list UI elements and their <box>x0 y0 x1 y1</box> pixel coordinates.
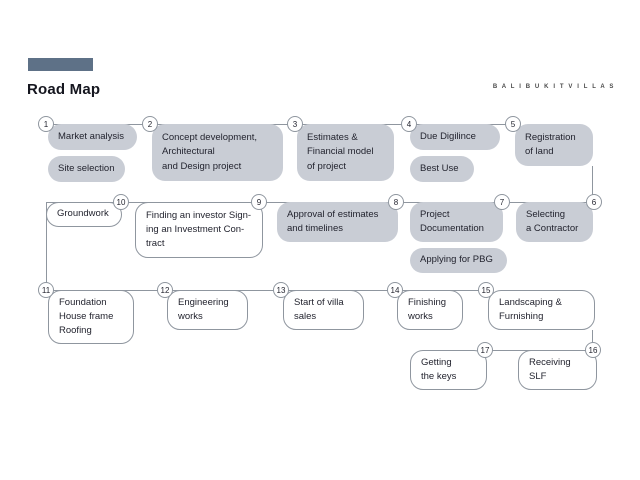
box-groundwork: Groundwork <box>46 202 122 227</box>
step-number-7: 7 <box>494 194 510 210</box>
step-number-3: 3 <box>287 116 303 132</box>
brand-label: B A L I B U K I T V I L L A S <box>492 84 615 90</box>
box-concept-development: Concept development, Architectural and D… <box>152 124 283 181</box>
step-number-15: 15 <box>478 282 494 298</box>
step-number-2: 2 <box>142 116 158 132</box>
page-title: Road Map <box>27 81 101 98</box>
box-project-documentation: Project Documentation <box>410 202 503 242</box>
step-number-13: 13 <box>273 282 289 298</box>
box-applying-for-pbg: Applying for PBG <box>410 248 507 273</box>
box-best-use: Best Use <box>410 156 474 182</box>
connector-row1 <box>46 124 513 125</box>
box-site-selection: Site selection <box>48 156 125 182</box>
step-number-9: 9 <box>251 194 267 210</box>
step-number-16: 16 <box>585 342 601 358</box>
connector-row3 <box>46 290 486 291</box>
box-receiving-slf: Receiving SLF <box>518 350 597 390</box>
box-finding-investor: Finding an investor Sign- ing an Investm… <box>135 202 263 258</box>
box-approval-estimates: Approval of estimates and timelines <box>277 202 398 242</box>
box-start-villa-sales: Start of villa sales <box>283 290 364 330</box>
connector-step15-to-16 <box>592 330 593 350</box>
step-number-10: 10 <box>113 194 129 210</box>
box-finishing-works: Finishing works <box>397 290 463 330</box>
accent-bar <box>28 58 93 71</box>
box-selecting-contractor: Selecting a Contractor <box>516 202 593 242</box>
step-number-14: 14 <box>387 282 403 298</box>
box-engineering-works: Engineering works <box>167 290 248 330</box>
step-number-12: 12 <box>157 282 173 298</box>
step-number-6: 6 <box>586 194 602 210</box>
connector-step10-to-11 <box>46 202 47 290</box>
step-number-5: 5 <box>505 116 521 132</box>
step-number-11: 11 <box>38 282 54 298</box>
connector-step5-to-6 <box>592 166 593 202</box>
box-getting-the-keys: Getting the keys <box>410 350 487 390</box>
box-due-digilince: Due Digilince <box>410 124 500 150</box>
box-landscaping-furnishing: Landscaping & Furnishing <box>488 290 595 330</box>
box-registration-of-land: Registration of land <box>515 124 593 166</box>
step-number-17: 17 <box>477 342 493 358</box>
box-market-analysis: Market analysis <box>48 124 137 150</box>
box-foundation-frame-roofing: Foundation House frame Roofing <box>48 290 134 344</box>
step-number-8: 8 <box>388 194 404 210</box>
box-estimates-financial-model: Estimates & Financial model of project <box>297 124 394 181</box>
step-number-4: 4 <box>401 116 417 132</box>
step-number-1: 1 <box>38 116 54 132</box>
